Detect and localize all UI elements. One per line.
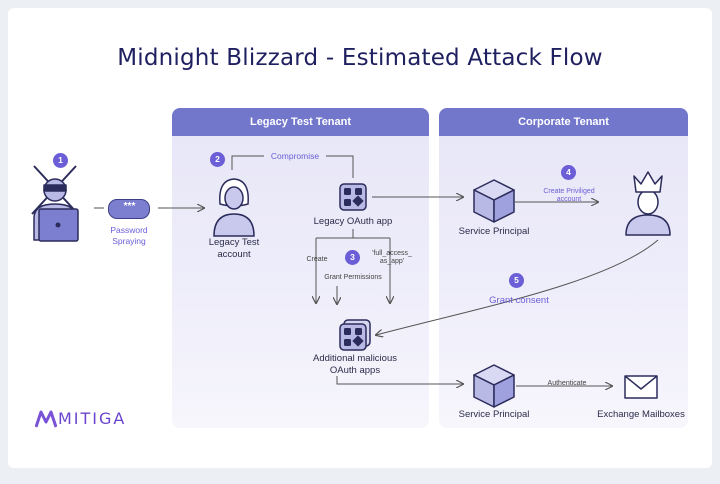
app-grid-icon-legacy [339,183,367,211]
step-4-badge: 4 [561,165,576,180]
authenticate-label: Authenticate [547,380,587,387]
diagram-title: Midnight Blizzard - Estimated Attack Flo… [117,45,603,71]
mitiga-logo-icon [35,410,57,428]
connector-lines [94,155,659,386]
password-spraying-label: Password Spraying [110,225,148,246]
step-2-badge: 2 [210,152,225,167]
legacy-test-account-label: Legacy Test account [208,237,260,260]
additional-apps-label: Additional malicious OAuth apps [313,353,397,376]
step-5-badge: 5 [509,273,524,288]
service-principal-top-label: Service Principal [458,226,530,237]
diagram-frame: Midnight Blizzard - Estimated Attack Flo… [8,8,712,468]
exchange-mailboxes-label: Exchange Mailboxes [597,409,685,420]
compromise-label: Compromise [270,151,320,161]
app-grid-icon-stacked [339,319,371,351]
mitiga-logo-text: MITIGA [58,409,127,428]
full-access-label: 'full_access_ as_app' [372,250,412,265]
diagram-connectors [31,155,671,408]
king-icon [625,171,671,236]
envelope-icon [624,375,658,399]
grant-permissions-label: Grant Permissions [324,274,382,281]
grant-consent-label: Grant consent [489,295,549,306]
create-privileged-label: Create Priviliged account [543,188,595,203]
password-dots: *** [123,201,136,212]
password-pill-icon [108,199,150,219]
legacy-tenant-header: Legacy Test Tenant [172,108,429,136]
service-principal-bottom-label: Service Principal [458,409,530,420]
cube-icon-top [473,179,515,223]
hacker-icon [31,165,79,242]
step-3-badge: 3 [345,250,360,265]
create-label: Create [306,256,328,263]
step-1-badge: 1 [53,153,68,168]
user-icon [213,178,255,237]
cube-icon-bottom [473,364,515,408]
corporate-tenant-header: Corporate Tenant [439,108,688,136]
legacy-oauth-app-label: Legacy OAuth app [313,216,393,227]
